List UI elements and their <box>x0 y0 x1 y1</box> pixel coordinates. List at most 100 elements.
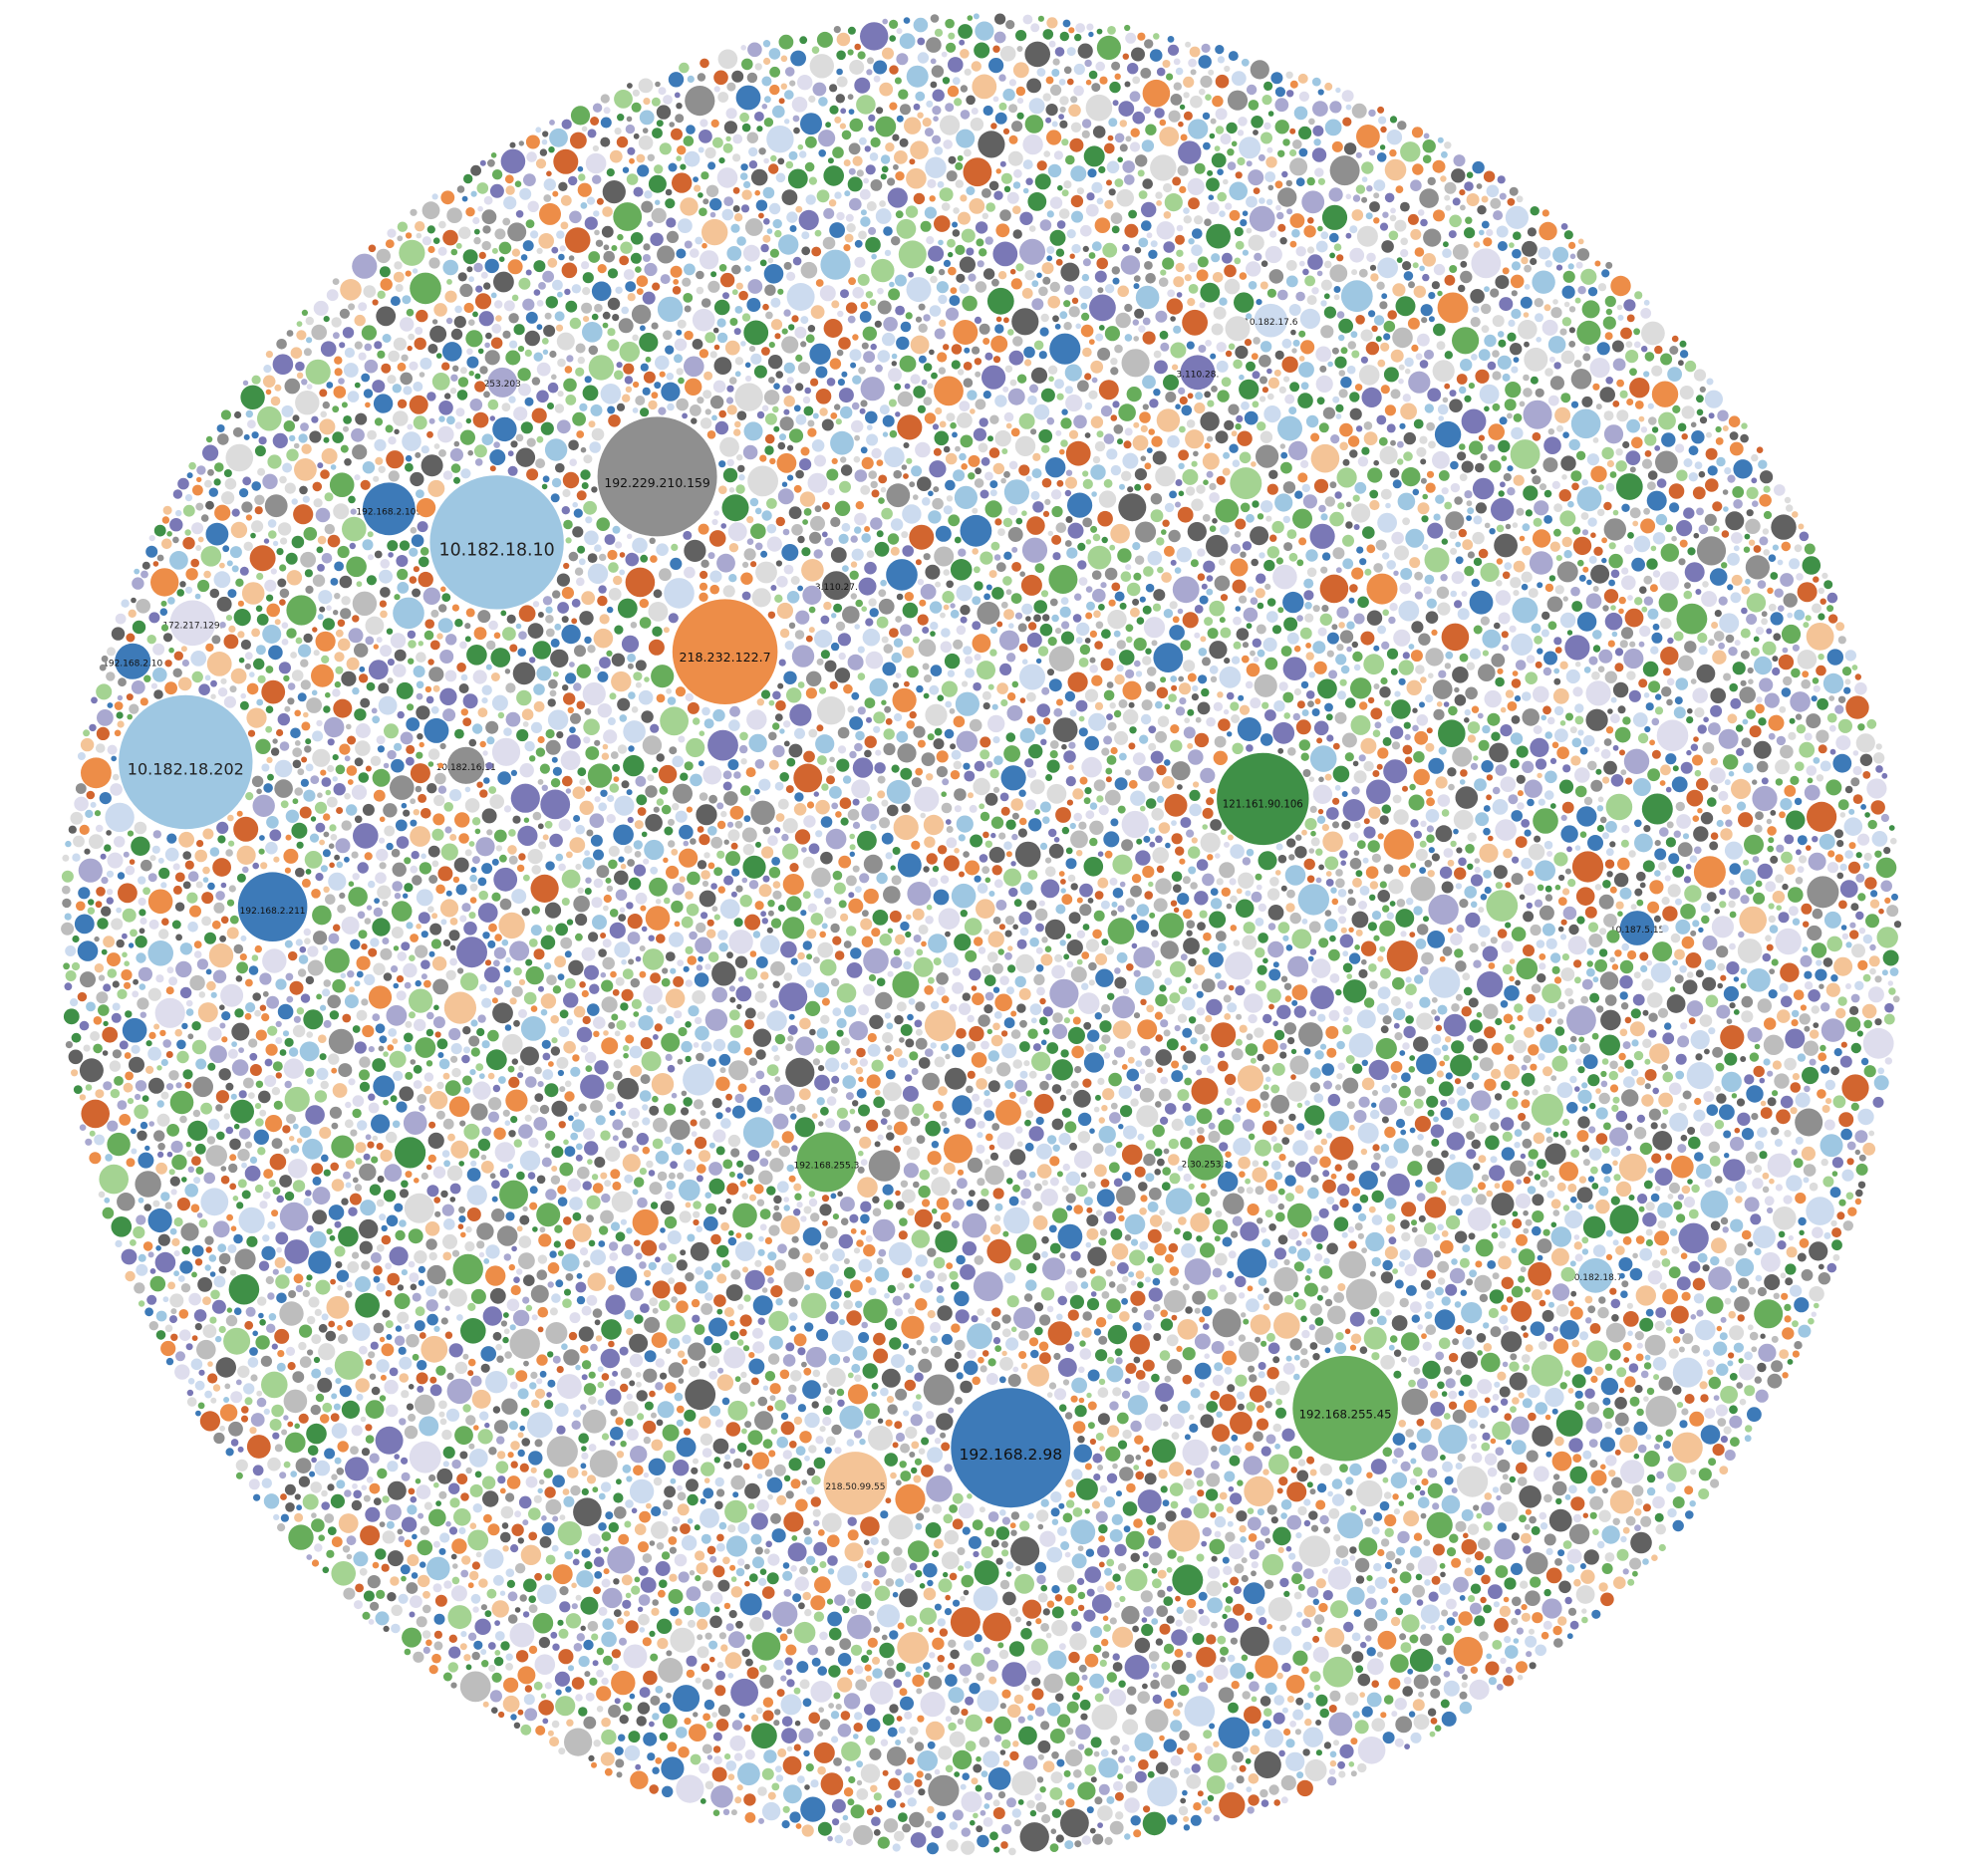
bubble <box>1130 1815 1141 1826</box>
bubble <box>1643 596 1654 606</box>
bubble <box>1504 1577 1517 1590</box>
bubble <box>1741 1010 1754 1023</box>
bubble <box>1218 718 1231 731</box>
bubble <box>209 1045 227 1063</box>
bubble <box>1560 967 1575 981</box>
bubble <box>627 932 641 944</box>
bubble <box>1564 1209 1583 1229</box>
bubble <box>324 1513 335 1523</box>
bubble <box>848 898 864 914</box>
bubble <box>1106 755 1117 765</box>
bubble <box>707 729 738 761</box>
bubble <box>236 961 249 974</box>
bubble <box>582 681 606 706</box>
bubble <box>96 683 113 700</box>
bubble <box>1453 154 1466 167</box>
bubble <box>1304 1758 1327 1781</box>
bubble <box>1571 1374 1586 1389</box>
bubble <box>985 1373 998 1385</box>
bubble <box>1673 631 1684 642</box>
bubble <box>930 1322 942 1333</box>
bubble <box>990 1034 1003 1047</box>
bubble <box>302 1138 323 1160</box>
bubble <box>896 336 910 351</box>
bubble <box>791 645 815 668</box>
bubble <box>1026 516 1045 535</box>
bubble <box>788 428 804 443</box>
bubble <box>1251 891 1262 903</box>
bubble <box>1027 870 1038 881</box>
bubble <box>1085 938 1100 952</box>
bubble <box>888 1514 914 1540</box>
bubble <box>527 623 544 639</box>
bubble <box>775 172 786 183</box>
bubble <box>556 419 571 434</box>
bubble <box>1206 1634 1217 1645</box>
bubble <box>1007 1374 1021 1387</box>
bubble <box>551 1100 568 1117</box>
bubble <box>938 1086 948 1096</box>
bubble <box>1150 493 1163 505</box>
bubble <box>763 390 780 405</box>
bubble-labeled <box>449 1183 461 1195</box>
bubble <box>1623 648 1644 670</box>
bubble <box>325 1330 337 1342</box>
bubble <box>1709 568 1728 586</box>
bubble <box>1723 985 1739 1002</box>
bubble <box>702 765 722 785</box>
bubble <box>871 1059 884 1072</box>
bubble <box>1134 468 1147 481</box>
bubble <box>810 913 824 926</box>
bubble <box>837 726 850 739</box>
bubble <box>1658 593 1678 613</box>
bubble <box>353 823 379 849</box>
bubble <box>1546 596 1563 613</box>
bubble <box>1016 1170 1027 1181</box>
bubble <box>373 1265 383 1275</box>
bubble-labeled <box>119 694 253 830</box>
bubble <box>1555 1410 1583 1437</box>
bubble <box>1639 1142 1653 1156</box>
bubble <box>972 74 997 100</box>
bubble <box>1061 894 1073 906</box>
bubble <box>1510 577 1522 589</box>
bubble <box>921 1465 934 1477</box>
bubble <box>575 824 585 835</box>
bubble <box>906 1146 921 1161</box>
bubble <box>230 1099 255 1124</box>
bubble <box>1090 415 1104 428</box>
bubble <box>487 1523 500 1536</box>
bubble <box>520 1046 539 1066</box>
bubble <box>686 1586 701 1601</box>
bubble <box>291 670 304 681</box>
bubble <box>1556 746 1569 759</box>
bubble <box>1560 455 1576 471</box>
bubble <box>1713 1341 1728 1356</box>
bubble <box>780 1215 800 1235</box>
bubble <box>1764 1017 1777 1030</box>
bubble <box>474 293 492 310</box>
bubble <box>1331 1493 1345 1506</box>
bubble <box>933 1100 944 1112</box>
bubble-labeled <box>1616 1548 1629 1561</box>
bubble <box>1224 278 1241 295</box>
bubble <box>374 438 387 451</box>
bubble <box>1018 464 1030 476</box>
bubble <box>234 1248 256 1270</box>
bubble <box>936 1413 954 1431</box>
bubble <box>1731 574 1743 586</box>
bubble <box>686 1478 699 1492</box>
bubble <box>355 1378 370 1393</box>
bubble <box>1286 1081 1307 1102</box>
bubble <box>1357 596 1369 609</box>
bubble <box>720 1118 731 1129</box>
bubble <box>1452 746 1473 767</box>
bubble <box>1839 880 1858 898</box>
bubble <box>259 972 272 985</box>
bubble <box>925 156 947 178</box>
bubble <box>1764 1196 1775 1206</box>
bubble <box>994 993 1012 1012</box>
bubble <box>1414 1233 1428 1247</box>
bubble <box>1225 316 1251 342</box>
bubble <box>1494 1617 1509 1633</box>
